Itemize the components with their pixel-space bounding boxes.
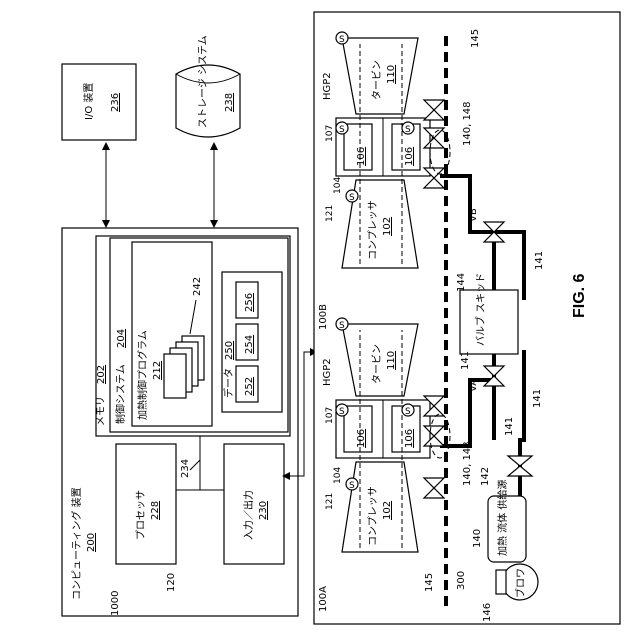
compressor-b-ref: 102: [382, 217, 393, 236]
blower-title: ブロワ: [514, 568, 527, 598]
figure-label: FIG. 6: [571, 273, 588, 318]
arrowhead: [210, 220, 218, 228]
valve-skid-box: [460, 290, 518, 354]
arrowhead: [210, 142, 218, 150]
ref-141-c: 141: [504, 417, 515, 436]
ref-145-bot: 145: [424, 573, 435, 592]
data-item-252-label: 252: [244, 377, 255, 396]
sensor-b-ref: 121: [325, 205, 335, 222]
sensor-a-ref: 121: [325, 493, 335, 510]
io-device-title: I/O 装置: [82, 83, 95, 120]
ref-140-148-b: 140, 148: [462, 101, 473, 146]
system-ref: 1000: [110, 591, 121, 616]
sensor-s: S: [339, 321, 345, 331]
turbine-b-title: タービン: [371, 60, 383, 100]
heating-program-title: 加熱制御プログラム: [136, 330, 149, 420]
turbine-a-ref: 110: [386, 351, 397, 370]
sensor-s: S: [339, 35, 345, 45]
unit-b-ref: 100B: [318, 304, 329, 330]
ref-141-a: 141: [534, 251, 545, 270]
sensor-s: S: [405, 125, 411, 135]
ref-300: 300: [456, 571, 467, 590]
ref-141-b: 141: [460, 351, 471, 370]
control-system-ref: 204: [116, 329, 127, 348]
computing-device-ref: 200: [86, 533, 97, 552]
compressor-a: [342, 462, 418, 552]
turbine-a-hgp: HGP2: [322, 358, 333, 386]
combustor-b-right-ref: 106: [404, 147, 415, 166]
bus-ref: 234: [180, 459, 191, 478]
combustor-a-left-ref: 106: [356, 429, 367, 448]
computing-device-title: コンピューティング 装置: [70, 487, 83, 600]
valve-skid-title: バルブ スキッド: [474, 273, 487, 346]
ref-vb: VB: [468, 208, 479, 222]
processor-title: プロセッサ: [135, 490, 147, 540]
combustor-a-right-ref: 106: [404, 429, 415, 448]
combustor-b-left-ref: 106: [356, 147, 367, 166]
processor-ref: 228: [150, 501, 161, 520]
memory-ref: 202: [96, 365, 107, 384]
memory-title: メモリ: [96, 396, 107, 426]
io-title: 入力／出力: [242, 490, 255, 540]
blower-ref: 146: [482, 603, 493, 622]
compressor-a-ref: 102: [382, 501, 393, 520]
casing-b-ref: 107: [325, 125, 335, 142]
control-system-title: 制御システム: [114, 364, 127, 424]
blower-outlet: [496, 570, 506, 594]
storage-ref: 238: [224, 93, 235, 112]
sensor-s: S: [405, 407, 411, 417]
sensor-a-104: 104: [333, 467, 343, 484]
valve-skid-ref: 144: [456, 273, 467, 292]
data-title: データ: [222, 368, 235, 398]
casing-a-ref: 107: [325, 407, 335, 424]
heated-fluid-supply-title: 加熱 流体 供給源: [496, 480, 509, 556]
ref-va: VA: [468, 379, 479, 392]
computing-lead-ref: 120: [166, 573, 177, 592]
storage-title: ストレージ システム: [197, 35, 209, 128]
sensor-b-104: 104: [333, 177, 343, 194]
turbine-a-title: タービン: [371, 344, 383, 384]
data-item-254-label: 254: [244, 335, 255, 354]
turbine-b-hgp: HGP2: [322, 72, 333, 100]
data-item-256-label: 256: [244, 293, 255, 312]
sensor-s: S: [339, 407, 345, 417]
heating-program-ref: 212: [152, 361, 163, 380]
sensor-s: S: [349, 193, 355, 203]
sensor-s: S: [339, 125, 345, 135]
sensor-s: S: [349, 481, 355, 491]
turbine-b-ref: 110: [386, 65, 397, 84]
io-device-box: [62, 64, 136, 140]
io-ref: 230: [258, 501, 269, 520]
ref-142: 142: [480, 467, 491, 486]
program-page-4: [164, 354, 186, 398]
compressor-b-title: コンプレッサ: [367, 200, 379, 260]
data-ref: 250: [224, 341, 235, 360]
ref-141-d: 141: [532, 389, 543, 408]
arrowhead: [102, 142, 110, 150]
arrowhead: [102, 220, 110, 228]
compressor-a-title: コンプレッサ: [367, 486, 379, 546]
heated-fluid-supply-ref: 140: [472, 529, 483, 548]
unit-a-ref: 100A: [318, 586, 329, 612]
ref-145-top: 145: [470, 29, 481, 48]
ref-140-148-a: 140, 148: [462, 441, 473, 486]
io-device-ref: 236: [110, 93, 121, 112]
program-stack-ref: 242: [192, 277, 203, 296]
